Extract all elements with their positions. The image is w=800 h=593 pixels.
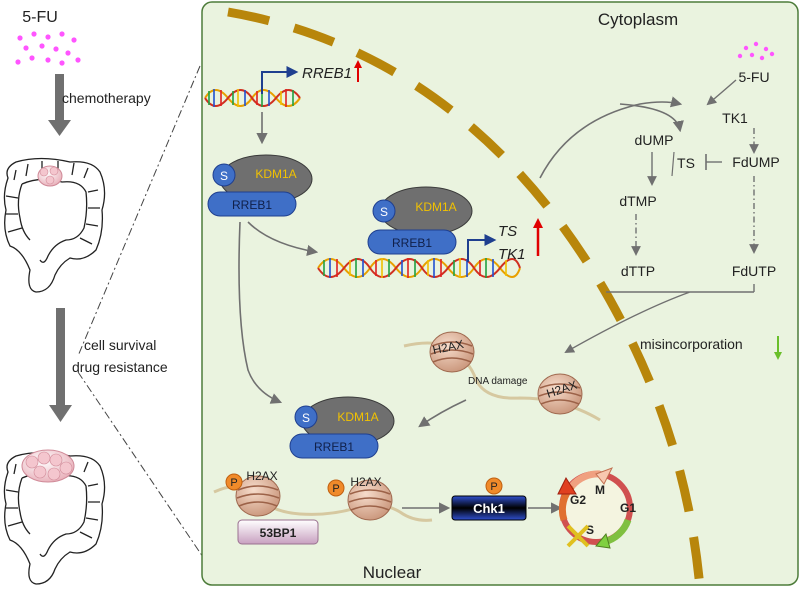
arrow-complex-to-promoter <box>247 221 319 256</box>
rreb1-label-3: RREB1 <box>314 440 354 454</box>
ts-enzyme-label: TS <box>677 155 695 171</box>
g2-phase-label: G2 <box>570 493 586 507</box>
sumo-rreb1-kdm1a-complex-3: KDM1A RREB1 S <box>289 396 395 459</box>
nuclear-label: Nuclear <box>363 563 422 582</box>
fdutp-label: FdUTP <box>732 263 776 279</box>
s-phase-label: S <box>586 523 594 537</box>
h2ax-damage-label-a: H2AX <box>431 337 465 357</box>
53bp1-label: 53BP1 <box>260 526 297 540</box>
arrow-genes-to-tk1 <box>539 96 683 179</box>
phospho-badge-right <box>327 479 345 497</box>
cytoplasm-label: Cytoplasm <box>598 10 678 29</box>
sumo-label-2: S <box>380 205 388 219</box>
arrow-damage-to-complex <box>418 399 467 428</box>
phospho-label-chk1: P <box>490 481 497 493</box>
dump-label: dUMP <box>635 132 674 148</box>
tk1-gene-label: TK1 <box>498 246 526 263</box>
phospho-badge-left <box>225 473 243 491</box>
arrow-genes-to-dump <box>619 103 684 133</box>
sumo-rreb1-kdm1a-complex-1: KDM1A RREB1 S <box>207 154 313 217</box>
misincorporation-label: misincorporation <box>640 336 743 352</box>
phospho-label-right: P <box>332 483 339 495</box>
m-phase-label: M <box>595 483 605 497</box>
g1-phase-label: G1 <box>620 501 636 515</box>
dna-helix-rreb1-icon <box>204 89 301 107</box>
ts-bracket <box>671 151 675 177</box>
nuclear-membrane <box>227 7 705 589</box>
sumo-label-3: S <box>302 411 310 425</box>
down-arrow-1-icon <box>48 74 71 136</box>
dna-damage-label: DNA damage <box>468 376 528 387</box>
dttp-label: dTTP <box>621 263 655 279</box>
53bp1-box <box>237 519 319 545</box>
phospho-label-left: P <box>230 477 237 489</box>
rreb1-gene-label: RREB1 <box>302 65 352 82</box>
cell-cycle-icon: M G1 G2 S <box>557 467 636 549</box>
fdump-label: FdUMP <box>732 154 779 170</box>
kdm1a-label: KDM1A <box>255 167 296 181</box>
rreb1-transcription-arrow <box>261 66 299 94</box>
h2ax-label-left: H2AX <box>246 469 277 483</box>
kdm1a-label-2: KDM1A <box>415 200 456 214</box>
chk1-label: Chk1 <box>473 501 505 516</box>
dtmp-label: dTMP <box>619 193 656 209</box>
rreb1-shape <box>207 191 297 217</box>
drug-dots-small-icon <box>737 41 775 61</box>
ts-tk1-up-arrow-icon <box>533 218 543 256</box>
chemotherapy-label: chemotherapy <box>62 90 151 106</box>
drug-dots-icon <box>15 31 81 66</box>
blocked-x-icon <box>566 524 590 548</box>
kdm1a-label-3: KDM1A <box>337 410 378 424</box>
tk1-enzyme-label: TK1 <box>722 110 748 126</box>
dna-helix-target-genes-icon <box>317 258 521 278</box>
h2ax-label-right: H2AX <box>350 475 381 489</box>
down-arrow-2-icon <box>49 308 72 422</box>
sumo-label: S <box>220 169 228 183</box>
rreb1-label: RREB1 <box>232 198 272 212</box>
ts-gene-label: TS <box>498 223 517 240</box>
phospho-badge-chk1 <box>485 477 503 495</box>
colon-with-small-tumor-icon <box>3 157 106 293</box>
cell-survival-label: cell survival <box>84 337 156 353</box>
drug-resistance-label: drug resistance <box>72 359 168 375</box>
arrow-nucleotides-to-dna <box>566 284 755 352</box>
rreb1-up-arrow-icon <box>354 60 362 82</box>
sumo-rreb1-kdm1a-complex-2: KDM1A RREB1 S <box>367 186 473 255</box>
arrow-5fu-to-tk1 <box>706 79 737 106</box>
drug-label: 5-FU <box>22 9 58 26</box>
sumo-shape <box>212 163 236 187</box>
misincorporation-down-arrow-icon <box>774 336 782 360</box>
drug-5fu-label: 5-FU <box>738 69 769 85</box>
colon-with-large-tumor-icon <box>3 449 106 585</box>
rreb1-label-2: RREB1 <box>392 236 432 250</box>
arrow-complex-to-chromatin <box>238 221 283 404</box>
chk1-box <box>451 495 527 521</box>
zoom-guide-lines <box>77 65 206 561</box>
ts-tk1-transcription-arrow <box>467 234 497 262</box>
